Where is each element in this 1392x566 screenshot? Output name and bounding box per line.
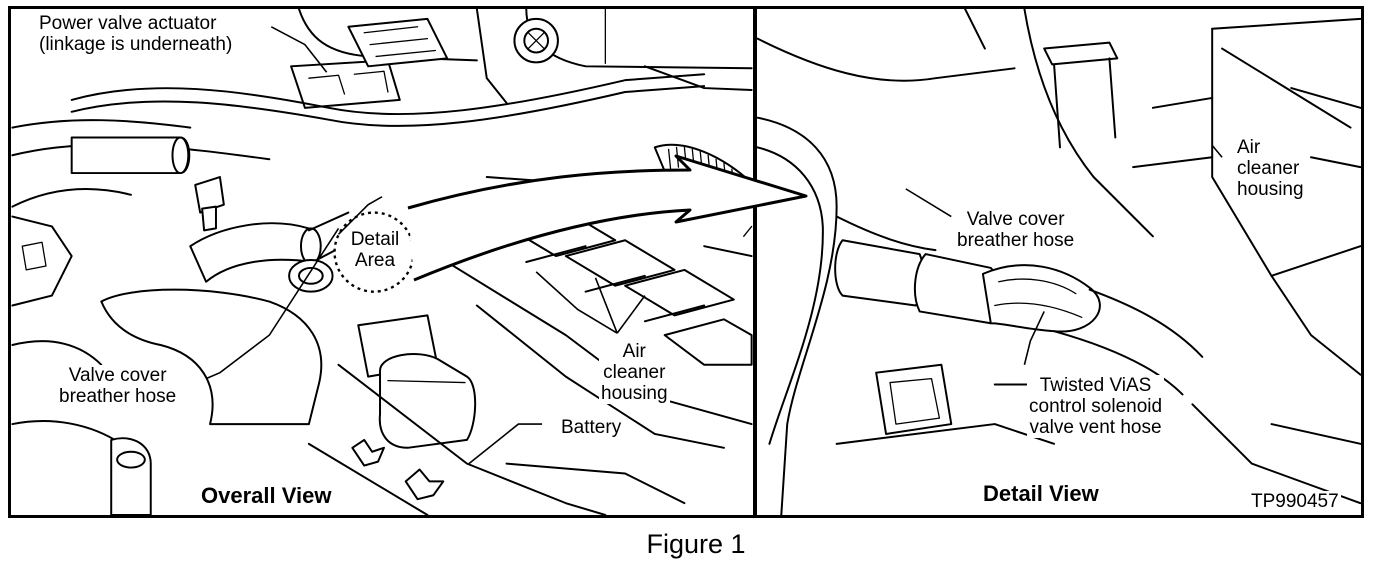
label-line: Air bbox=[622, 341, 646, 362]
engine-bay-illustration bbox=[11, 9, 753, 515]
label-line: breather hose bbox=[59, 386, 177, 407]
detail-valve-cover-breather-hose-label: Valve cover breather hose bbox=[955, 209, 1077, 251]
label-line: cleaner bbox=[603, 362, 666, 383]
detail-hose-illustration bbox=[757, 9, 1361, 515]
detail-view-title: Detail View bbox=[979, 481, 1103, 507]
detail-air-cleaner-housing-label: Air cleaner housing bbox=[1235, 137, 1306, 200]
air-cleaner-housing-label: Air cleaner housing bbox=[599, 341, 670, 404]
label-line: Valve cover bbox=[966, 209, 1065, 230]
label-line: housing bbox=[601, 383, 668, 404]
label-line: Detail bbox=[350, 229, 400, 250]
label-line: control solenoid bbox=[1029, 396, 1163, 417]
label-line: housing bbox=[1237, 179, 1304, 200]
power-valve-actuator-label: Power valve actuator (linkage is underne… bbox=[37, 13, 235, 55]
twisted-vias-hose-label: Twisted ViAS control solenoid valve vent… bbox=[1027, 375, 1165, 438]
label-line: cleaner bbox=[1237, 158, 1300, 179]
valve-cover-breather-hose-label: Valve cover breather hose bbox=[57, 365, 179, 407]
battery-label: Battery bbox=[559, 417, 624, 438]
label-line: Valve cover bbox=[68, 365, 167, 386]
label-line: Twisted ViAS bbox=[1039, 375, 1152, 396]
detail-area-label: Detail Area bbox=[343, 229, 407, 271]
figure-caption: Figure 1 bbox=[646, 529, 746, 559]
label-line: Air bbox=[1237, 137, 1261, 158]
label-line: (linkage is underneath) bbox=[39, 34, 233, 55]
detail-view-panel: Air cleaner housing Valve cover breather… bbox=[754, 6, 1364, 518]
label-line: Area bbox=[354, 250, 396, 271]
label-line: Power valve actuator bbox=[39, 13, 217, 34]
label-line: breather hose bbox=[957, 230, 1075, 251]
label-line: valve vent hose bbox=[1029, 417, 1162, 438]
overall-view-title: Overall View bbox=[197, 483, 336, 509]
figure-code: TP990457 bbox=[1249, 491, 1341, 513]
overall-view-panel: Power valve actuator (linkage is underne… bbox=[8, 6, 756, 518]
